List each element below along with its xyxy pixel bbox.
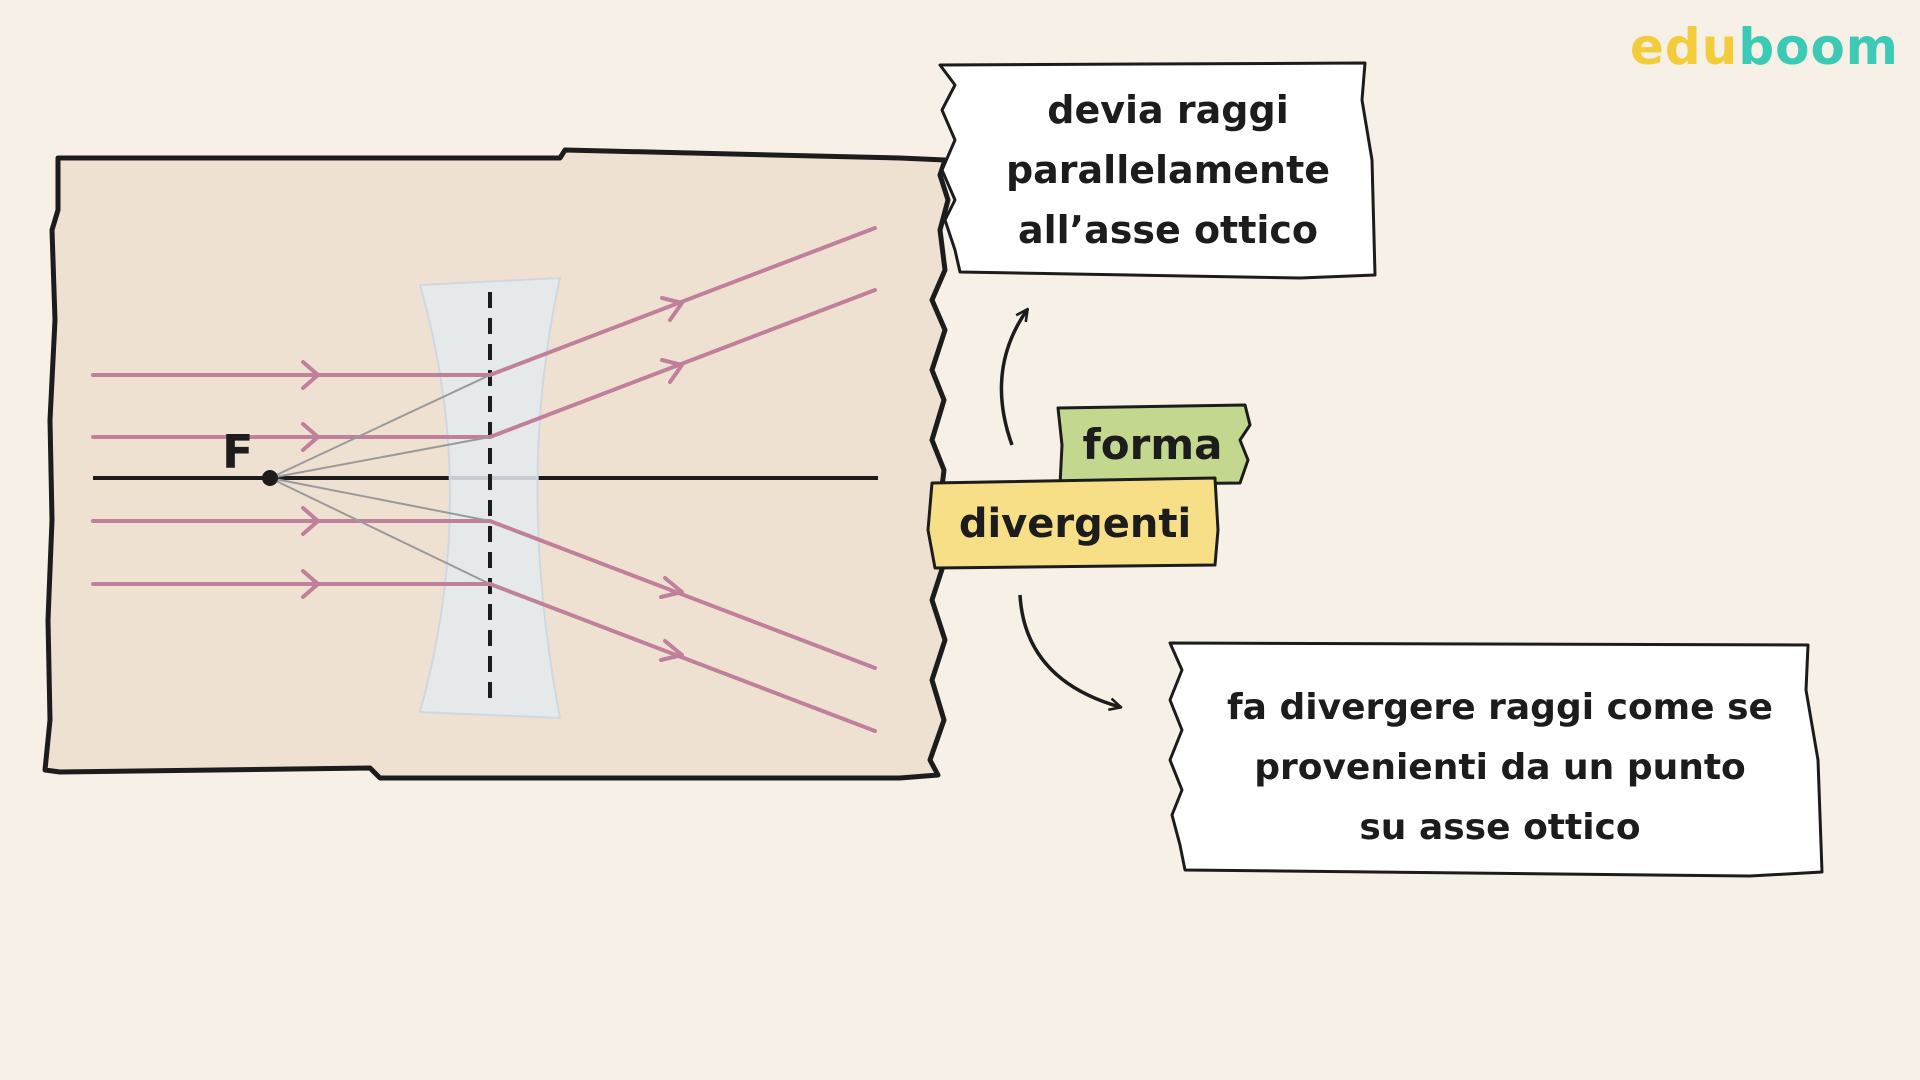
top-note-line-1: devia raggi — [1047, 88, 1289, 132]
outgoing-ray-arrows — [659, 296, 684, 662]
bottom-note-line-1: fa divergere raggi come se — [1227, 687, 1773, 728]
virtual-ray-extensions — [269, 374, 491, 585]
incoming-ray-arrows — [301, 360, 320, 599]
arrow-to-top-note — [999, 310, 1027, 446]
top-note-line-2: parallelamente — [1005, 148, 1331, 192]
bottom-note-text: fa divergere raggi come se provenienti d… — [1190, 678, 1810, 858]
bottom-note-card — [1168, 641, 1824, 878]
top-note-card — [938, 61, 1377, 280]
logo-edu: edu — [1630, 18, 1739, 76]
eduboom-logo: eduboom — [1630, 18, 1899, 76]
focus-label: F — [222, 425, 253, 479]
forma-tag — [1056, 403, 1252, 487]
incoming-rays — [91, 373, 492, 586]
logo-boom: boom — [1738, 18, 1899, 76]
bottom-note-line-2: provenienti da un punto — [1254, 747, 1746, 788]
forma-label: forma — [1082, 420, 1223, 469]
top-note-line-3: all’asse ottico — [1017, 208, 1319, 252]
top-note-text: devia raggi parallelamente all’asse otti… — [968, 80, 1368, 260]
bottom-note-line-3: su asse ottico — [1359, 807, 1641, 848]
divergenti-label: divergenti — [958, 501, 1192, 547]
arrow-to-bottom-note — [1018, 594, 1120, 707]
diverging-lens — [418, 276, 562, 720]
focus-point — [262, 470, 278, 486]
divergenti-tag — [926, 476, 1220, 570]
